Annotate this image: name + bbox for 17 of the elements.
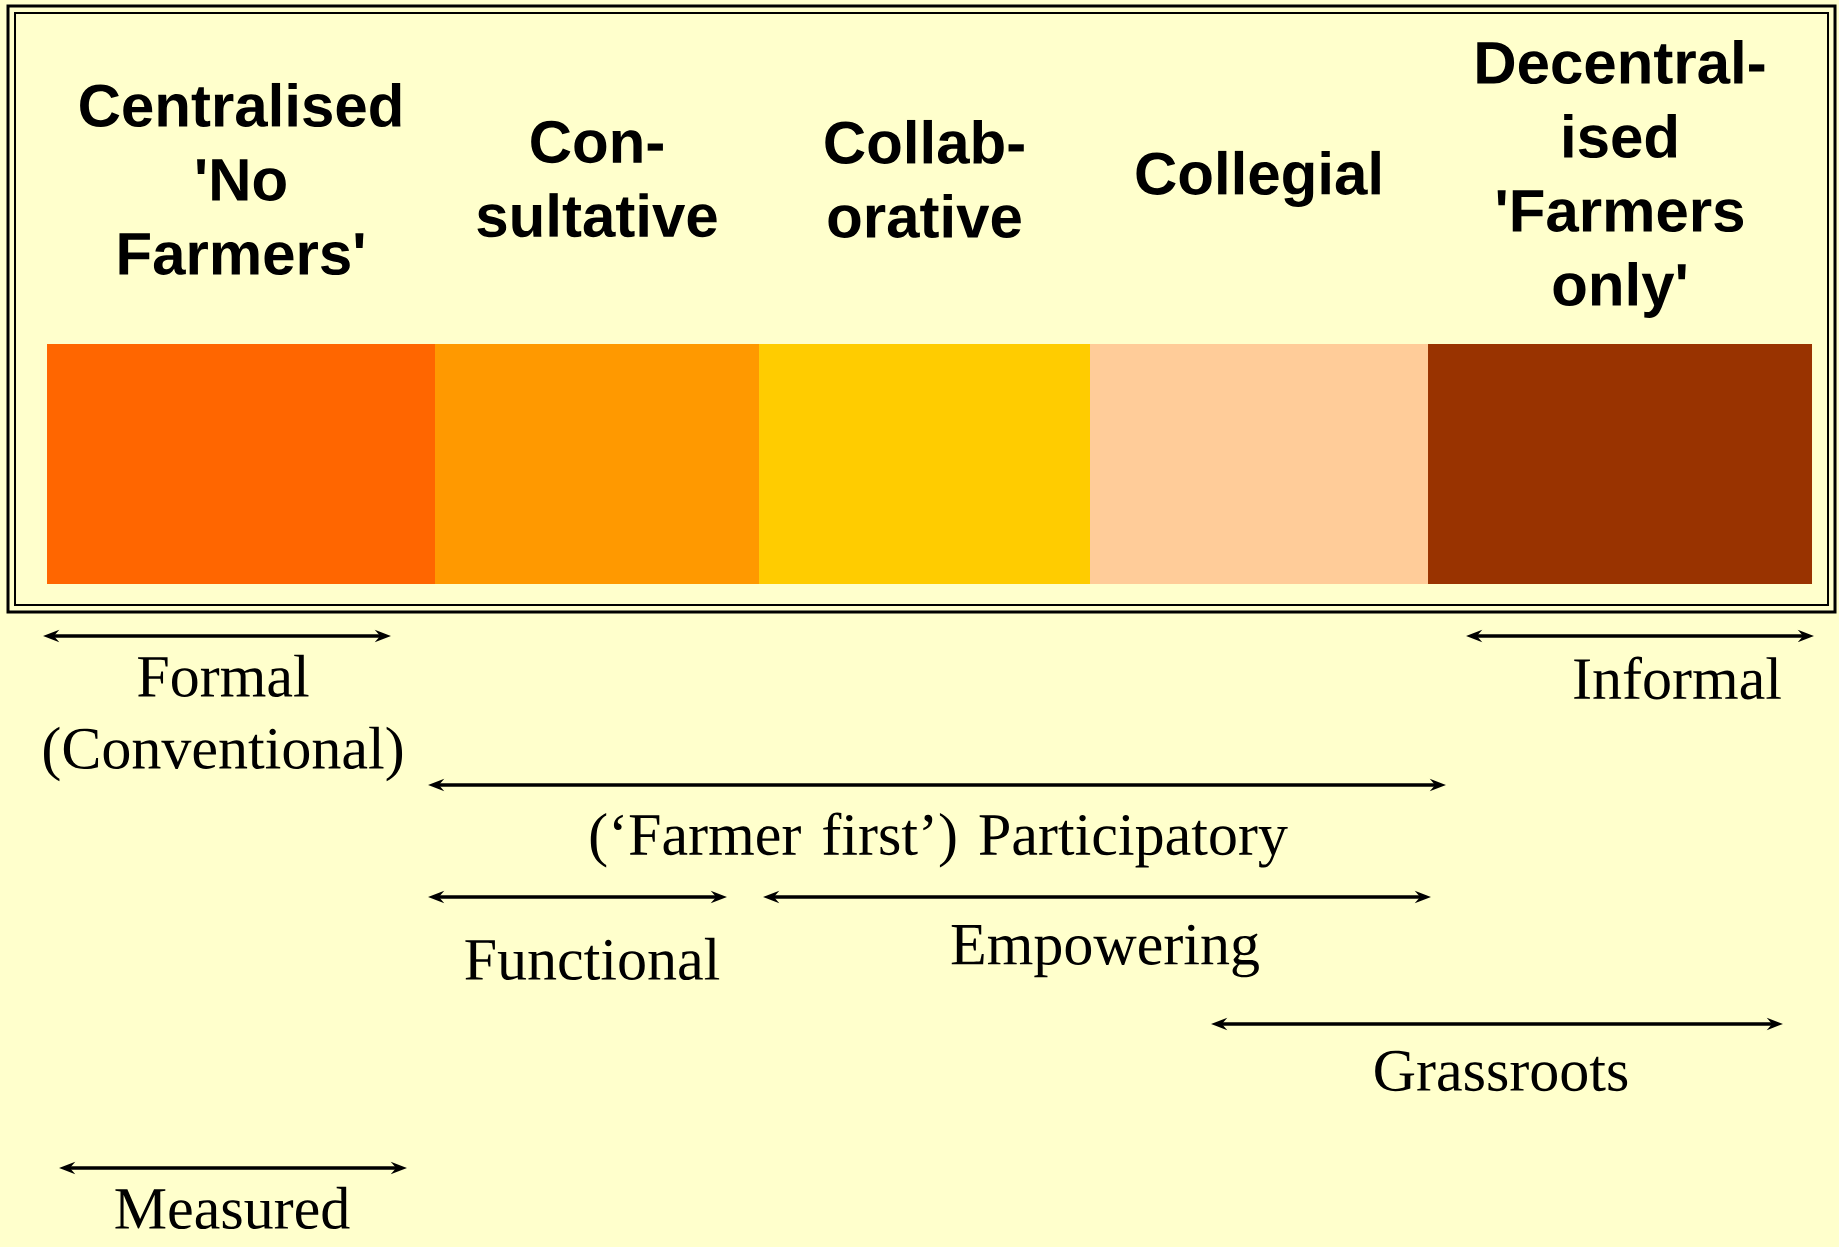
range-label: Grassroots bbox=[1375, 1050, 1628, 1092]
color-band bbox=[47, 344, 435, 584]
range-label: Measured bbox=[115, 1186, 350, 1230]
color-band bbox=[1090, 344, 1428, 584]
band-heading: Collegial bbox=[1136, 150, 1380, 208]
range-label: Informal bbox=[1574, 656, 1781, 700]
band-heading: Decentral- ised 'Farmers only' bbox=[1477, 40, 1765, 318]
color-band bbox=[1428, 344, 1812, 584]
range-label: Functional bbox=[465, 937, 720, 981]
range-label: (‘Farmer first’) Participatory bbox=[590, 812, 1288, 868]
range-label: Empowering bbox=[951, 924, 1259, 978]
color-band bbox=[435, 344, 759, 584]
band-heading: Collab- orative bbox=[825, 119, 1024, 238]
band-heading: Con- sultative bbox=[477, 120, 717, 238]
band-heading: Centralised 'No Farmers' bbox=[80, 82, 401, 275]
color-band bbox=[759, 344, 1090, 584]
range-label: Formal (Conventional) bbox=[44, 654, 403, 782]
